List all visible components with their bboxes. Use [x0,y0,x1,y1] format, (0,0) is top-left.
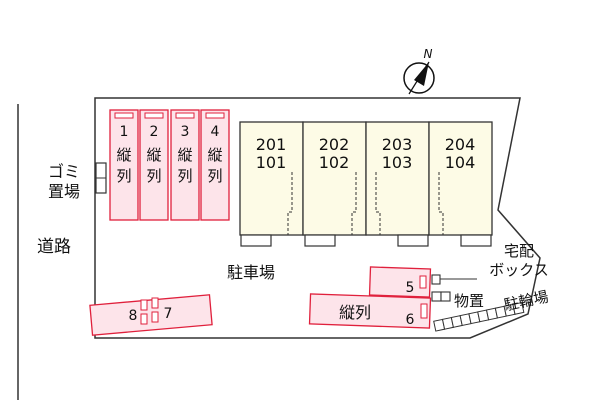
slot-text: 縦列 [207,146,222,185]
unit-upper-number: 203 [382,135,413,154]
unit-upper-number: 201 [256,135,287,154]
compass-north-icon: N [403,47,435,95]
unit-upper-number: 202 [319,135,350,154]
unit-upper-number: 204 [445,135,476,154]
garbage-label-line2: 置場 [48,182,80,201]
parking-slot-3: 3 縦列 [170,109,200,221]
parking-slot-4: 4 縦列 [200,109,230,221]
delivery-label-line2: ボックス [489,261,549,279]
slot-number: 5 [406,280,415,296]
road-label: 道路 [37,237,71,257]
garbage-label-line1: ゴミ [48,162,80,181]
slot-8-number: 8 [129,308,138,324]
slot-text: 縦列 [177,146,192,185]
storage-label: 物置 [454,292,484,310]
parking-slot-1: 1 縦列 [109,109,139,221]
parking-slot-5: 5 [368,266,432,298]
storage-sheds: 物置 [431,291,484,310]
parking-area-label: 駐車場 [227,263,275,282]
slot-number: 1 [120,124,129,140]
parking-slot-7-8: 8 7 [89,294,213,336]
building-unit-202-102: 202 102 [302,121,367,247]
slot-text: 縦列 [146,146,161,185]
unit-lower-number: 104 [445,153,476,172]
building-unit-203-103: 203 103 [365,121,430,247]
unit-lower-number: 102 [319,153,350,172]
slot-text: 縦列 [339,303,371,322]
slot-number: 4 [211,124,220,140]
unit-lower-number: 101 [256,153,287,172]
unit-lower-number: 103 [382,153,413,172]
building-unit-201-101: 201 101 [239,121,304,247]
parking-slot-2: 2 縦列 [139,109,169,221]
slot-number: 3 [181,124,190,140]
slot-text: 縦列 [116,146,131,185]
parking-slot-6: 縦列 6 [308,293,432,329]
delivery-label-line1: 宅配 [504,242,534,260]
slot-7-number: 7 [164,306,173,322]
delivery-box: 宅配 ボックス [431,242,549,285]
building-unit-204-104: 204 104 [428,121,493,247]
slot-number: 2 [150,124,159,140]
compass-north-label: N [424,47,433,61]
slot-number: 6 [406,312,415,328]
garbage-area: ゴミ 置場 [48,162,107,201]
